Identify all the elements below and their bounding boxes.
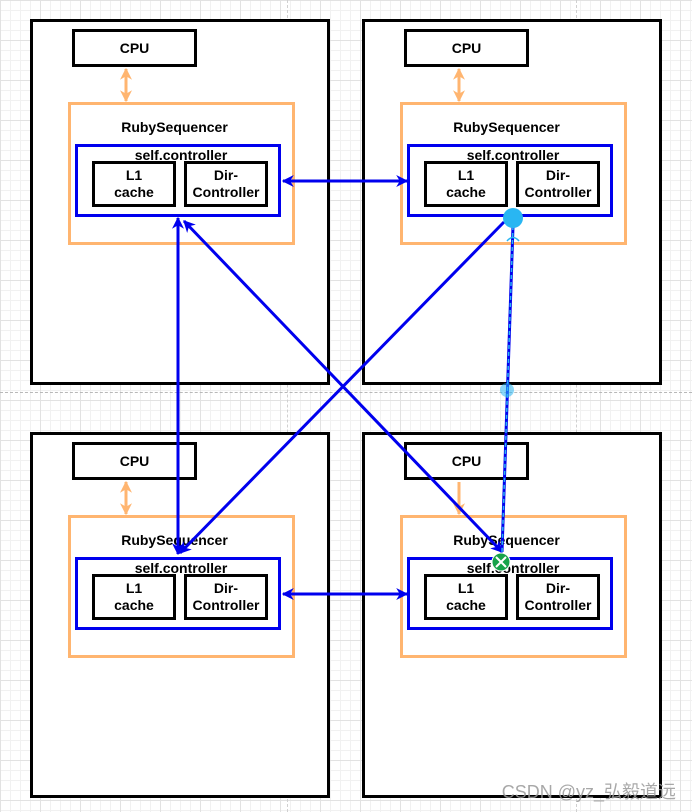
l1-cache-box[interactable]: L1 cache — [424, 161, 508, 207]
connection-handle[interactable] — [503, 208, 523, 228]
controller-label: self.controller — [134, 560, 228, 576]
connection-handle-arc — [506, 236, 520, 242]
controller-label: self.controller — [466, 147, 560, 163]
watermark-text: CSDN @yz_弘毅道远 — [501, 782, 676, 802]
l1-cache-box[interactable]: L1 cache — [92, 574, 176, 620]
ruby-sequencer-label: RubySequencer — [121, 119, 228, 135]
dir-controller-box[interactable]: Dir- Controller — [516, 574, 600, 620]
dir-controller-box[interactable]: Dir- Controller — [516, 161, 600, 207]
l1-cache-box[interactable]: L1 cache — [92, 161, 176, 207]
controller-label: self.controller — [134, 147, 228, 163]
controller-link-diagonal-b[interactable] — [178, 220, 506, 555]
dir-controller-box[interactable]: Dir- Controller — [184, 574, 268, 620]
controller-label: self.controller — [466, 560, 560, 576]
l1-cache-box[interactable]: L1 cache — [424, 574, 508, 620]
waypoint-handle[interactable] — [500, 383, 514, 397]
cpu-box[interactable]: CPU — [72, 29, 197, 67]
page-guide-vertical — [576, 0, 577, 812]
cpu-box[interactable]: CPU — [404, 29, 529, 67]
close-icon — [495, 556, 507, 568]
dir-controller-box[interactable]: Dir- Controller — [184, 161, 268, 207]
ruby-sequencer-label: RubySequencer — [453, 119, 560, 135]
